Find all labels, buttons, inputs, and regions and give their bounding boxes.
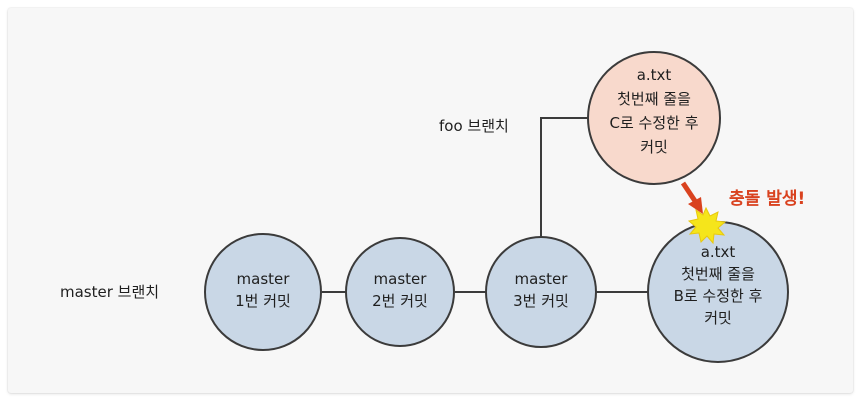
- conflict-burst-icon: [687, 206, 727, 245]
- master-branch-label: master 브랜치: [60, 283, 159, 301]
- link-master3-foo1: [540, 117, 590, 238]
- commit-master2: master 2번 커밋: [345, 237, 455, 347]
- commit-text-line: master: [237, 270, 291, 288]
- commit-links: [322, 117, 648, 293]
- commit-master4: a.txt 첫번째 줄을 B로 수정한 후 커밋: [647, 221, 789, 363]
- commit-text-line: a.txt: [637, 66, 672, 84]
- commit-text-line: 첫번째 줄을: [617, 90, 691, 108]
- commit-text-line: master: [374, 270, 428, 288]
- commit-text-line: 커밋: [640, 138, 668, 156]
- commit-text-line: 첫번째 줄을: [681, 265, 755, 283]
- commit-circle: [485, 236, 597, 348]
- commit-text-line: 1번 커밋: [235, 292, 291, 310]
- conflict-arrow-icon: [680, 181, 703, 214]
- commit-circle: [587, 51, 721, 185]
- commit-text-line: 2번 커밋: [372, 292, 428, 310]
- commit-text-line: a.txt: [701, 243, 736, 261]
- commit-circle: [345, 237, 455, 347]
- commit-text-line: master: [515, 270, 569, 288]
- conflict-label: 충돌 발생!: [729, 189, 805, 209]
- foo-branch-label: foo 브랜치: [439, 117, 509, 135]
- commit-foo1: a.txt 첫번째 줄을 C로 수정한 후 커밋: [587, 51, 721, 185]
- commit-text-line: 커밋: [704, 309, 732, 327]
- commit-circle: [204, 233, 322, 351]
- commit-master3: master 3번 커밋: [485, 236, 597, 348]
- commit-text-line: B로 수정한 후: [674, 287, 763, 305]
- commit-master1: master 1번 커밋: [204, 233, 322, 351]
- commit-text-line: C로 수정한 후: [609, 114, 698, 132]
- commit-text-line: 3번 커밋: [513, 292, 569, 310]
